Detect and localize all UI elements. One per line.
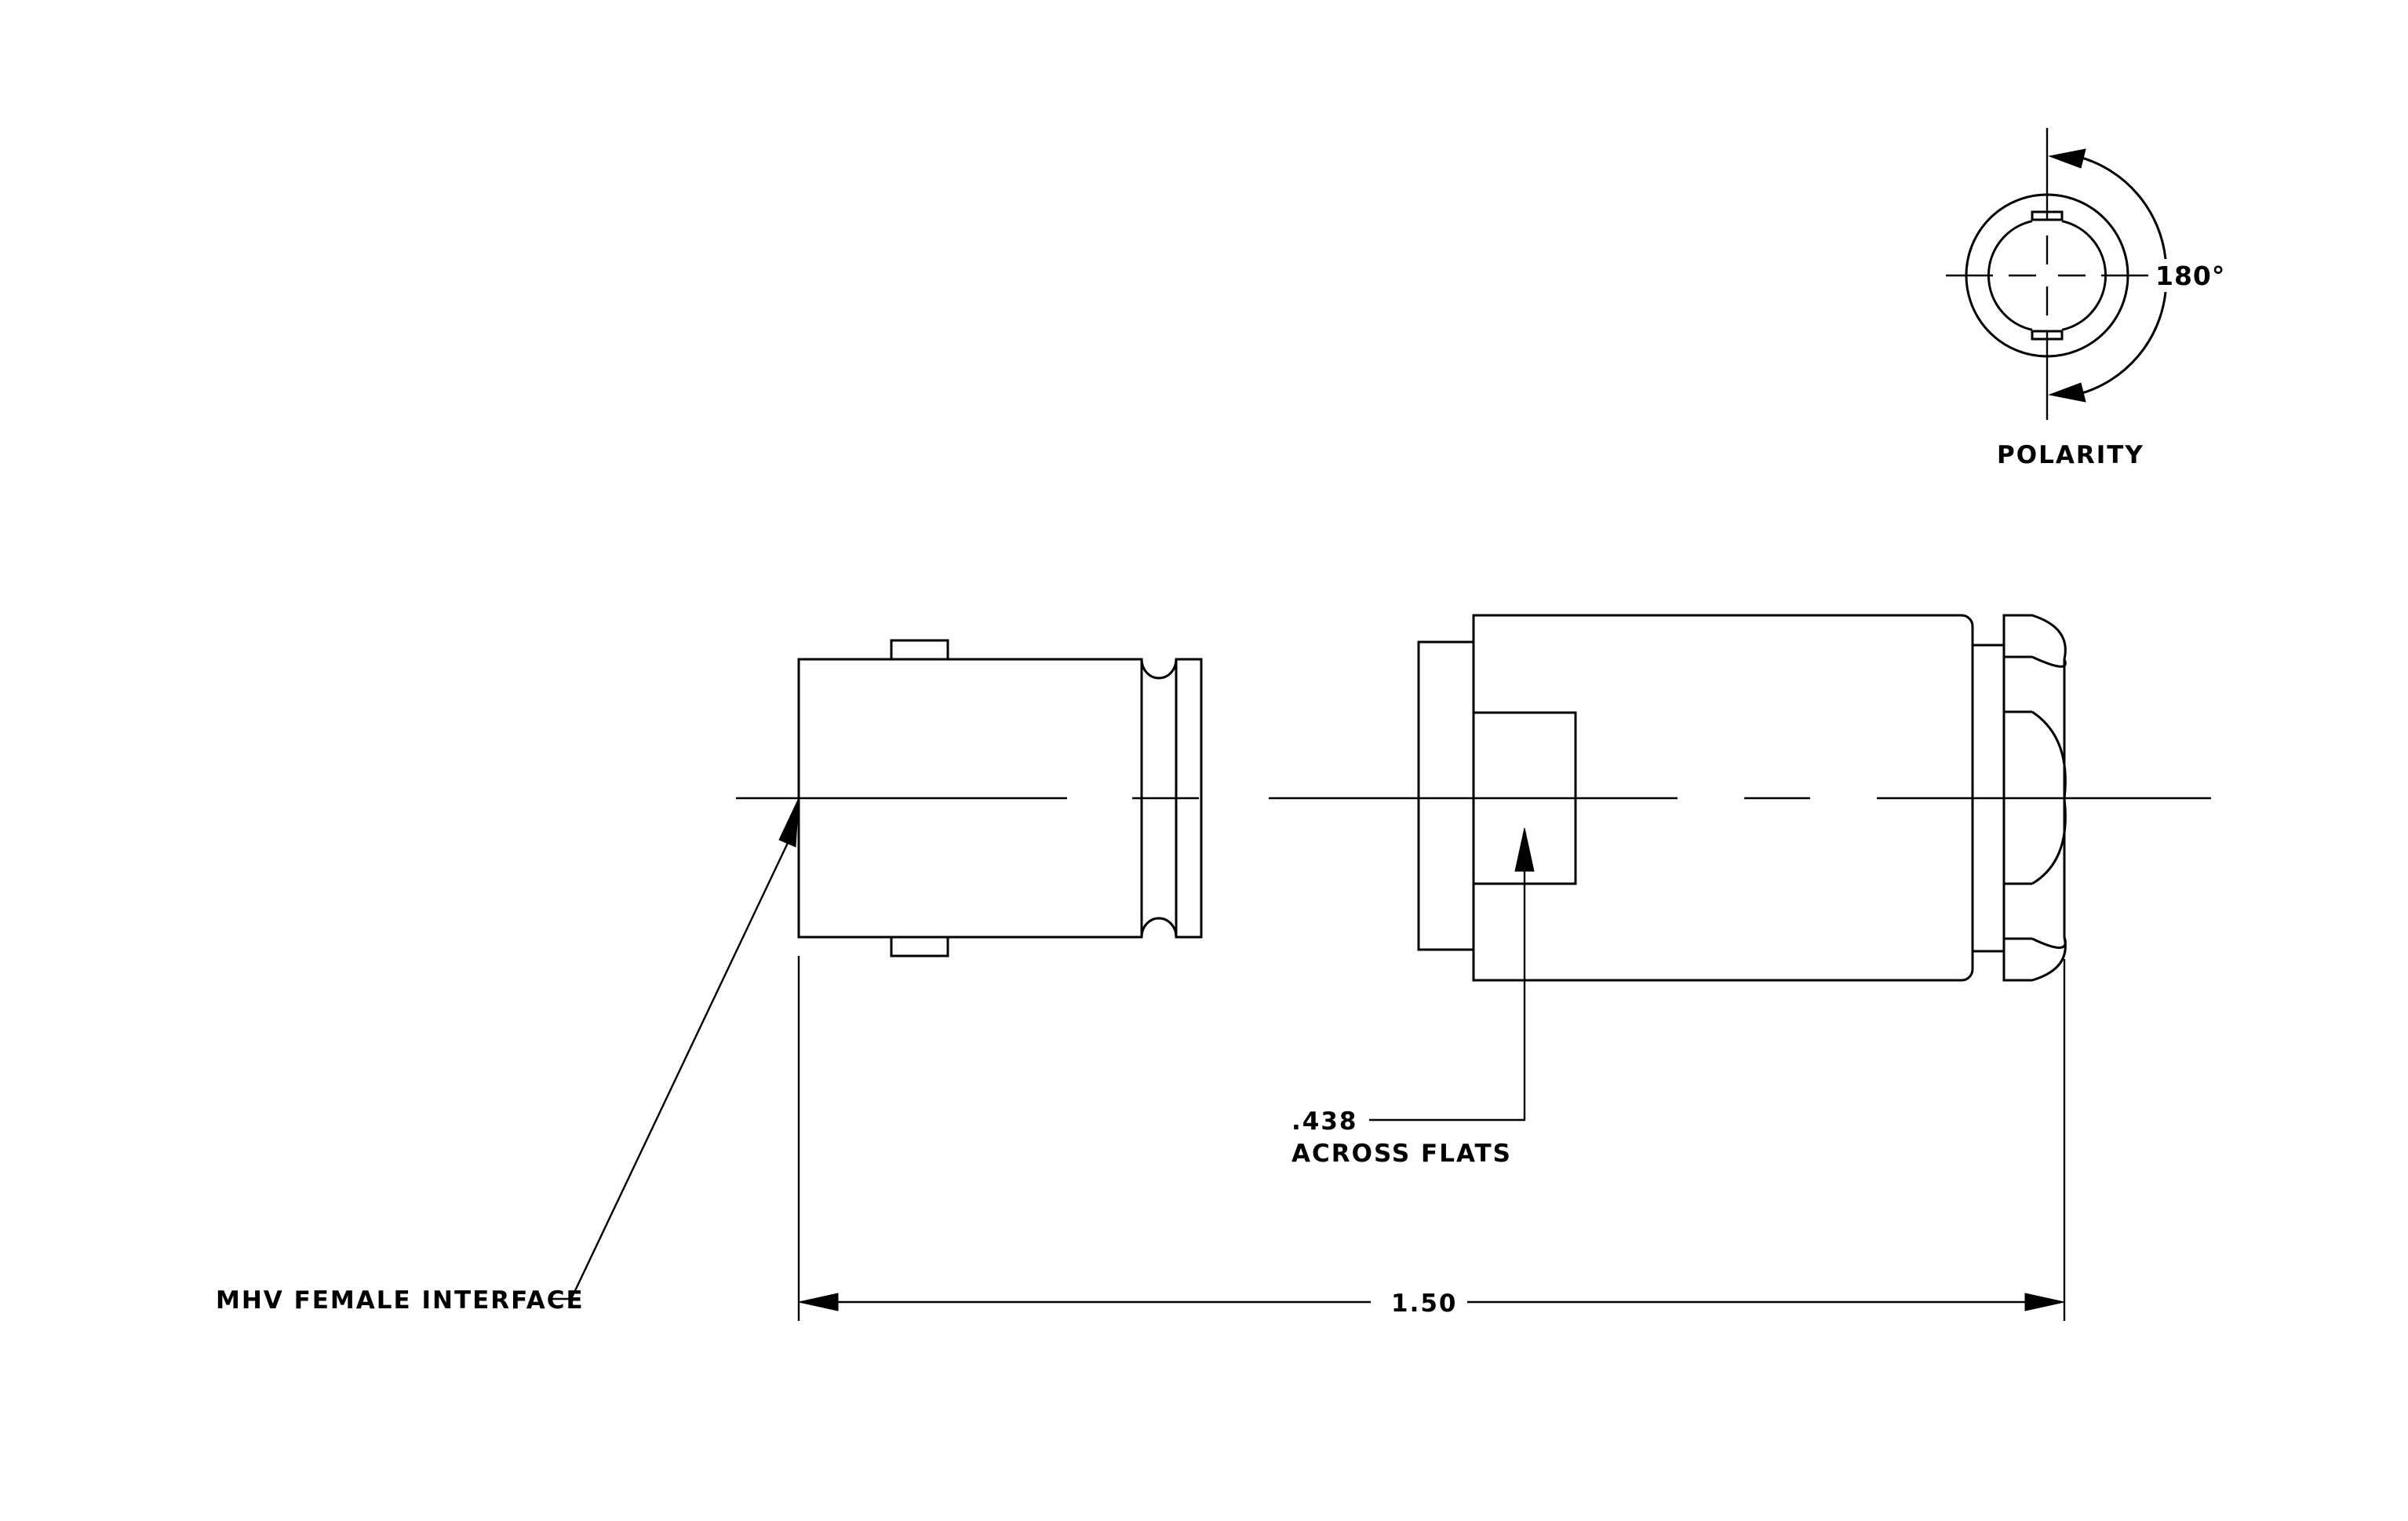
overall-length-dimension: 1.50 xyxy=(797,956,2066,1321)
interface-label: MHV FEMALE INTERFACE xyxy=(216,1286,585,1315)
rear-crimp-lobe xyxy=(2031,936,2067,949)
connector-side-view xyxy=(736,614,2211,982)
bayonet-pin-bottom xyxy=(890,936,949,957)
polarity-arrow-top xyxy=(2048,148,2086,169)
polarity-angle-arc xyxy=(2078,291,2167,396)
across-flats-callout: .438 ACROSS FLATS xyxy=(1291,827,1535,1168)
step-collar xyxy=(1417,640,1475,951)
across-flats-arrow xyxy=(1514,827,1535,872)
interface-leader xyxy=(549,842,789,1300)
across-flats-value: .438 xyxy=(1291,1107,1358,1136)
polarity-arrow-bottom xyxy=(2048,382,2086,403)
interface-arrow xyxy=(778,797,800,848)
polarity-angle-arc xyxy=(2078,155,2167,260)
overall-length-label: 1.50 xyxy=(1391,1289,1458,1318)
dimension-arrow-left xyxy=(798,1293,839,1311)
polarity-inner-key-profile xyxy=(2031,210,2064,341)
bayonet-pin-top xyxy=(890,639,949,661)
across-flats-text: ACROSS FLATS xyxy=(1291,1140,1512,1168)
polarity-angle-label: 180° xyxy=(2155,261,2225,291)
hex-body xyxy=(1472,614,1974,982)
polarity-view: 180° POLARITY xyxy=(1946,128,2225,469)
polarity-title: POLARITY xyxy=(1997,441,2144,469)
dimension-arrow-right xyxy=(2024,1293,2065,1311)
across-flats-leader xyxy=(1369,871,1526,1122)
interface-callout: MHV FEMALE INTERFACE xyxy=(216,797,800,1315)
rear-crimp-lobe xyxy=(2031,655,2067,668)
front-body xyxy=(797,658,1203,939)
